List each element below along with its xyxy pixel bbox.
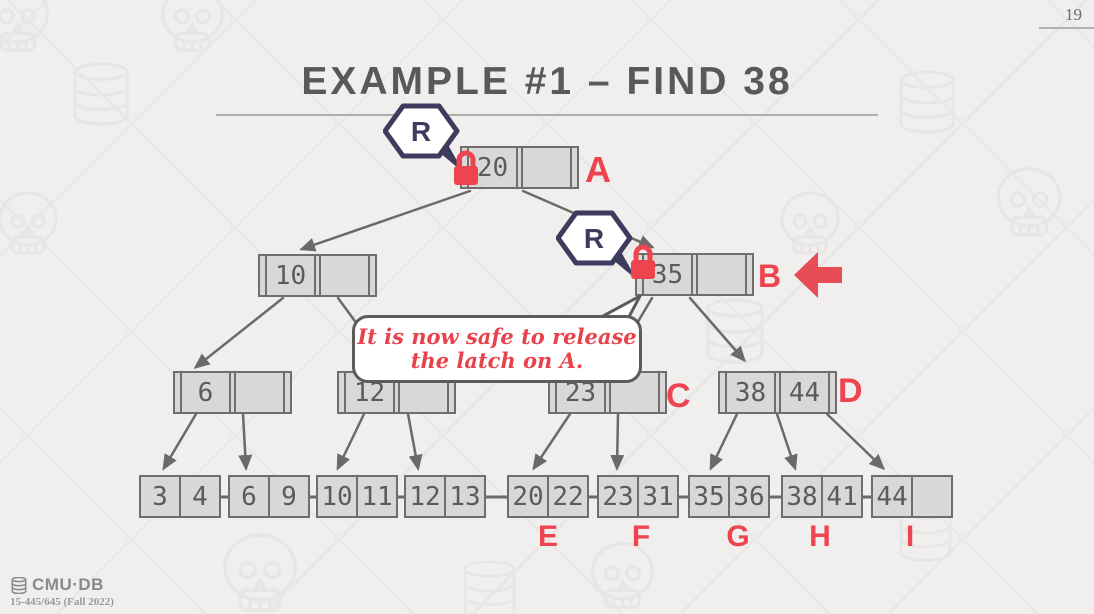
leaf-key: 4 xyxy=(179,477,219,516)
database-icon xyxy=(11,576,27,594)
slide-title: EXAMPLE #1 – FIND 38 xyxy=(301,60,793,103)
node-separator xyxy=(175,373,182,412)
node-key: 6 xyxy=(197,377,214,408)
node-separator xyxy=(314,256,321,295)
hexagon-shape xyxy=(556,210,633,266)
skull-watermark-icon xyxy=(0,185,68,270)
leaf-key: 41 xyxy=(821,477,861,516)
node-key: 10 xyxy=(274,260,307,291)
node-separator xyxy=(658,373,665,412)
leaf-node: 10 11 xyxy=(316,475,398,518)
skull-watermark-icon xyxy=(150,0,235,68)
leaf-key: 38 xyxy=(786,481,818,512)
node-key: 20 xyxy=(476,152,509,183)
leaf-label-E: E xyxy=(537,520,558,553)
leaf-key: 12 xyxy=(409,481,441,512)
bubble-text-line2: the latch on A. xyxy=(410,348,584,373)
left-arrow-icon xyxy=(794,252,842,298)
leaf-node: 6 9 xyxy=(228,475,310,518)
speech-bubble: It is now safe to release the latch on A… xyxy=(352,315,642,383)
tree-node-D: 38 44 xyxy=(718,371,837,414)
database-watermark-icon xyxy=(898,70,956,139)
page-number: 19 xyxy=(1065,5,1082,24)
node-separator xyxy=(720,373,727,412)
leaf-key: 13 xyxy=(444,477,484,516)
title-rule xyxy=(216,114,878,116)
leaf-key: 9 xyxy=(268,477,308,516)
bubble-text-line1: It is now safe to release xyxy=(357,324,637,350)
skull-watermark-icon xyxy=(770,185,850,270)
leaf-key: 11 xyxy=(356,477,396,516)
tree-node-10: 10 xyxy=(258,254,377,297)
latch-type-letter: R xyxy=(584,223,604,254)
node-separator xyxy=(447,373,454,412)
leaf-key: 23 xyxy=(602,481,634,512)
skull-watermark-icon xyxy=(210,525,310,614)
node-separator xyxy=(516,148,523,187)
hexagon-shape xyxy=(383,103,460,159)
leaf-key xyxy=(911,477,951,516)
read-latch-badge-B: R xyxy=(556,210,637,280)
leaf-key: 31 xyxy=(637,477,677,516)
leaf-node-G: 35 36 xyxy=(688,475,770,518)
page-number-rule xyxy=(1039,27,1094,29)
database-watermark-icon xyxy=(705,298,765,369)
leaf-node: 3 4 xyxy=(139,475,221,518)
course-label: 15-445/645 (Fall 2022) xyxy=(10,596,114,608)
cmu-db-logo: CMU·DB xyxy=(10,575,114,595)
node-separator xyxy=(570,148,577,187)
node-separator xyxy=(691,255,698,294)
node-separator xyxy=(339,373,346,412)
read-latch-badge-A: R xyxy=(383,103,464,173)
node-label-A: A xyxy=(585,149,611,190)
latch-type-letter: R xyxy=(411,116,431,147)
node-label-B: B xyxy=(758,258,782,294)
logo-text: CMU·DB xyxy=(32,575,104,594)
leaf-node-E: 20 22 xyxy=(507,475,589,518)
leaf-node: 12 13 xyxy=(404,475,486,518)
node-key: 38 xyxy=(734,377,767,408)
node-separator xyxy=(393,373,400,412)
database-watermark-icon xyxy=(462,560,517,614)
skull-watermark-icon xyxy=(985,160,1073,253)
node-separator xyxy=(774,373,781,412)
tree-node-6: 6 xyxy=(173,371,292,414)
leaf-key: 10 xyxy=(321,481,353,512)
node-label-D: D xyxy=(838,372,863,410)
skull-watermark-icon xyxy=(0,0,60,68)
node-separator xyxy=(828,373,835,412)
node-key: 35 xyxy=(651,259,684,290)
leaf-key: 20 xyxy=(512,481,544,512)
node-separator xyxy=(368,256,375,295)
leaf-label-H: H xyxy=(809,520,831,553)
tree-node-A: 20 xyxy=(460,146,579,189)
lock-icon-A xyxy=(454,150,478,185)
node-separator xyxy=(260,256,267,295)
skull-watermark-icon xyxy=(580,535,665,614)
leaf-label-I: I xyxy=(905,520,915,553)
leaf-key: 35 xyxy=(693,481,725,512)
node-separator xyxy=(745,255,752,294)
leaf-key: 6 xyxy=(241,481,257,512)
leaf-node-F: 23 31 xyxy=(597,475,679,518)
node-separator xyxy=(283,373,290,412)
leaf-label-G: G xyxy=(726,520,750,553)
node-key: 44 xyxy=(788,377,821,408)
leaf-label-F: F xyxy=(631,520,651,553)
database-watermark-icon xyxy=(72,62,130,131)
leaf-key: 3 xyxy=(152,481,168,512)
leaf-node-H: 38 41 xyxy=(781,475,863,518)
node-label-C: C xyxy=(666,377,691,415)
footer: CMU·DB 15-445/645 (Fall 2022) xyxy=(10,575,114,608)
leaf-key: 36 xyxy=(728,477,768,516)
node-separator xyxy=(550,373,557,412)
leaf-node-I: 44 xyxy=(871,475,953,518)
leaf-key: 22 xyxy=(547,477,587,516)
lock-icon-B xyxy=(631,244,655,279)
leaf-key: 44 xyxy=(876,481,908,512)
node-separator xyxy=(604,373,611,412)
node-separator xyxy=(229,373,236,412)
